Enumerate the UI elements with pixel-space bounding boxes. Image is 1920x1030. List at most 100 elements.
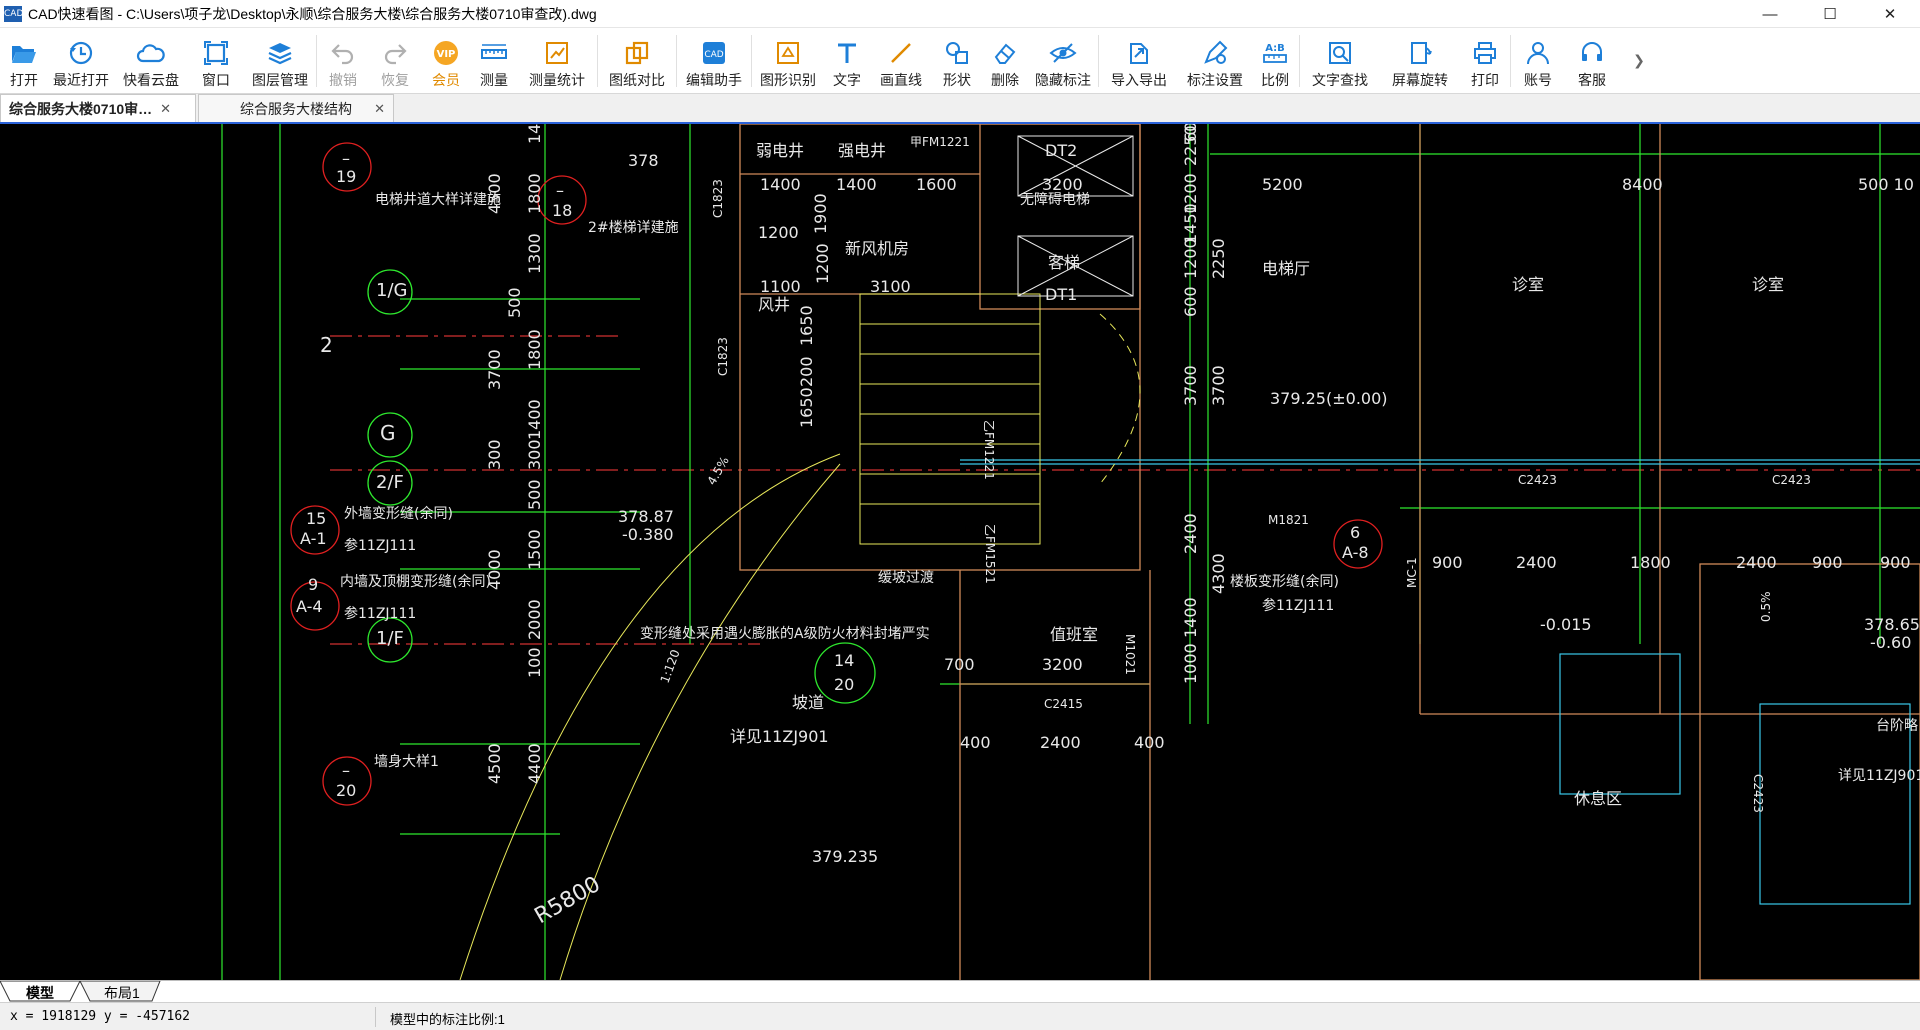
svg-text:4.5%: 4.5% (704, 454, 731, 487)
vip-button[interactable]: VIP 会员 (421, 28, 471, 94)
tab-document-structure[interactable]: 综合服务大楼结构 ✕ (198, 94, 394, 122)
svg-text:-0.015: -0.015 (1540, 615, 1592, 634)
svg-text:休息区: 休息区 (1574, 789, 1622, 808)
blue-window-lines (960, 459, 1920, 905)
print-button[interactable]: 打印 (1460, 28, 1510, 94)
ruler-icon (479, 38, 509, 68)
layout-tab-bar: 模型 布局1 (0, 980, 1920, 1002)
drawing-canvas[interactable]: 弱电井 强电井 甲FM1221 DT2 1400 1400 1600 3200 … (0, 124, 1920, 980)
measure-button[interactable]: 测量 (471, 28, 517, 94)
wall-lines (739, 124, 1920, 980)
window-button[interactable]: 窗口 (188, 28, 244, 94)
tab-model[interactable]: 模型 (26, 985, 54, 1001)
maximize-button[interactable]: ☐ (1823, 6, 1837, 23)
edit-assistant-button[interactable]: CAD 编辑助手 (677, 28, 751, 94)
svg-text:900: 900 (1880, 553, 1911, 572)
main-toolbar: 打开 最近打开 快看云盘 窗口 图层管理 撤销 恢复 VIP 会员 (0, 28, 1920, 94)
tab-document-active[interactable]: 综合服务大楼0710审… ✕ (0, 94, 196, 122)
svg-text:1650: 1650 (797, 305, 816, 346)
account-button[interactable]: 账号 (1511, 28, 1565, 94)
detail-bubbles (290, 142, 1383, 806)
svg-text:400: 400 (960, 733, 991, 752)
rotate-screen-icon (1405, 38, 1435, 68)
layers-icon (265, 38, 295, 68)
svg-text:2000: 2000 (525, 599, 544, 640)
elevator-shafts (1017, 135, 1134, 297)
svg-text:100: 100 (525, 647, 544, 678)
svg-text:电梯井道大样详建施: 电梯井道大样详建施 (375, 192, 501, 208)
svg-text:弱电井: 弱电井 (756, 141, 804, 160)
minimize-button[interactable]: — (1762, 5, 1778, 23)
undo-button[interactable]: 撤销 (317, 28, 369, 94)
svg-text:变形缝处采用遇火膨胀的A级防火材料封堵严实: 变形缝处采用遇火膨胀的A级防火材料封堵严实 (640, 625, 930, 642)
svg-text:1600: 1600 (916, 175, 957, 194)
status-separator (375, 1007, 376, 1027)
svg-text:2400: 2400 (1736, 553, 1777, 572)
svg-text:缓坡过渡: 缓坡过渡 (878, 570, 934, 586)
svg-text:客梯: 客梯 (1048, 253, 1080, 272)
import-export-button[interactable]: 导入导出 (1099, 28, 1179, 94)
svg-text:8400: 8400 (1622, 175, 1663, 194)
tab-layout1[interactable]: 布局1 (104, 985, 140, 1001)
stairs (459, 293, 1141, 980)
svg-text:0.5%: 0.5% (1759, 592, 1773, 623)
svg-text:1500: 1500 (525, 529, 544, 570)
hide-annotation-button[interactable]: 隐藏标注 (1028, 28, 1098, 94)
redo-button[interactable]: 恢复 (369, 28, 421, 94)
layout-tab-shapes (0, 981, 161, 1002)
svg-text:–: – (342, 149, 350, 168)
svg-text:电梯厅: 电梯厅 (1262, 259, 1310, 278)
svg-text:19: 19 (336, 167, 356, 186)
svg-text:20: 20 (336, 781, 356, 800)
layer-manager-button[interactable]: 图层管理 (244, 28, 316, 94)
toolbar-separator (316, 35, 317, 87)
draw-line-button[interactable]: 画直线 (870, 28, 932, 94)
toolbar-separator (676, 35, 677, 87)
svg-text:300: 300 (525, 439, 544, 470)
svg-text:1/G: 1/G (376, 280, 407, 301)
svg-text:4500: 4500 (485, 743, 504, 784)
toolbar-separator (751, 35, 752, 87)
svg-text:详见11ZJ901: 详见11ZJ901 (1838, 768, 1920, 784)
svg-text:台阶略: 台阶略 (1876, 718, 1918, 734)
customer-service-button[interactable]: 客服 (1565, 28, 1619, 94)
cloud-drive-button[interactable]: 快看云盘 (114, 28, 188, 94)
close-icon[interactable]: ✕ (374, 100, 385, 116)
text-search-button[interactable]: 文字查找 (1300, 28, 1380, 94)
close-button[interactable]: ✕ (1883, 6, 1897, 23)
delete-button[interactable]: 删除 (982, 28, 1028, 94)
svg-text:3700: 3700 (485, 349, 504, 390)
svg-text:坡道: 坡道 (792, 693, 824, 712)
recent-open-button[interactable]: 最近打开 (48, 28, 114, 94)
shape-recognize-button[interactable]: 图形识别 (752, 28, 824, 94)
scale-button[interactable]: A:B 比例 (1251, 28, 1299, 94)
toolbar-more-button[interactable]: ❯ (1619, 28, 1659, 94)
shapes-icon (942, 38, 972, 68)
svg-text:1400: 1400 (1181, 597, 1200, 638)
svg-text:1000: 1000 (1181, 643, 1200, 684)
svg-text:A:B: A:B (1265, 43, 1285, 54)
svg-text:400: 400 (1134, 733, 1165, 752)
rotate-screen-button[interactable]: 屏幕旋转 (1380, 28, 1460, 94)
window-controls: — ☐ ✕ (1740, 0, 1920, 28)
svg-text:5200: 5200 (1262, 175, 1303, 194)
svg-text:18: 18 (552, 201, 572, 220)
user-icon (1523, 38, 1553, 68)
shapes-button[interactable]: 形状 (932, 28, 982, 94)
svg-text:VIP: VIP (437, 49, 456, 60)
annotation-settings-button[interactable]: 标注设置 (1179, 28, 1251, 94)
svg-text:1800: 1800 (525, 329, 544, 370)
svg-text:1450: 1450 (1181, 203, 1200, 244)
text-button[interactable]: 文字 (824, 28, 870, 94)
close-icon[interactable]: ✕ (160, 100, 172, 116)
measure-stats-button[interactable]: 测量统计 (517, 28, 597, 94)
svg-text:C2415: C2415 (1044, 697, 1083, 711)
open-button[interactable]: 打开 (0, 28, 48, 94)
svg-text:C2423: C2423 (1751, 774, 1765, 813)
svg-text:A-4: A-4 (296, 597, 323, 616)
svg-text:500: 500 (505, 287, 524, 318)
compare-button[interactable]: 图纸对比 (598, 28, 676, 94)
svg-text:详见11ZJ901: 详见11ZJ901 (730, 727, 829, 746)
hide-eye-icon (1048, 38, 1078, 68)
svg-text:1/F: 1/F (376, 628, 404, 649)
